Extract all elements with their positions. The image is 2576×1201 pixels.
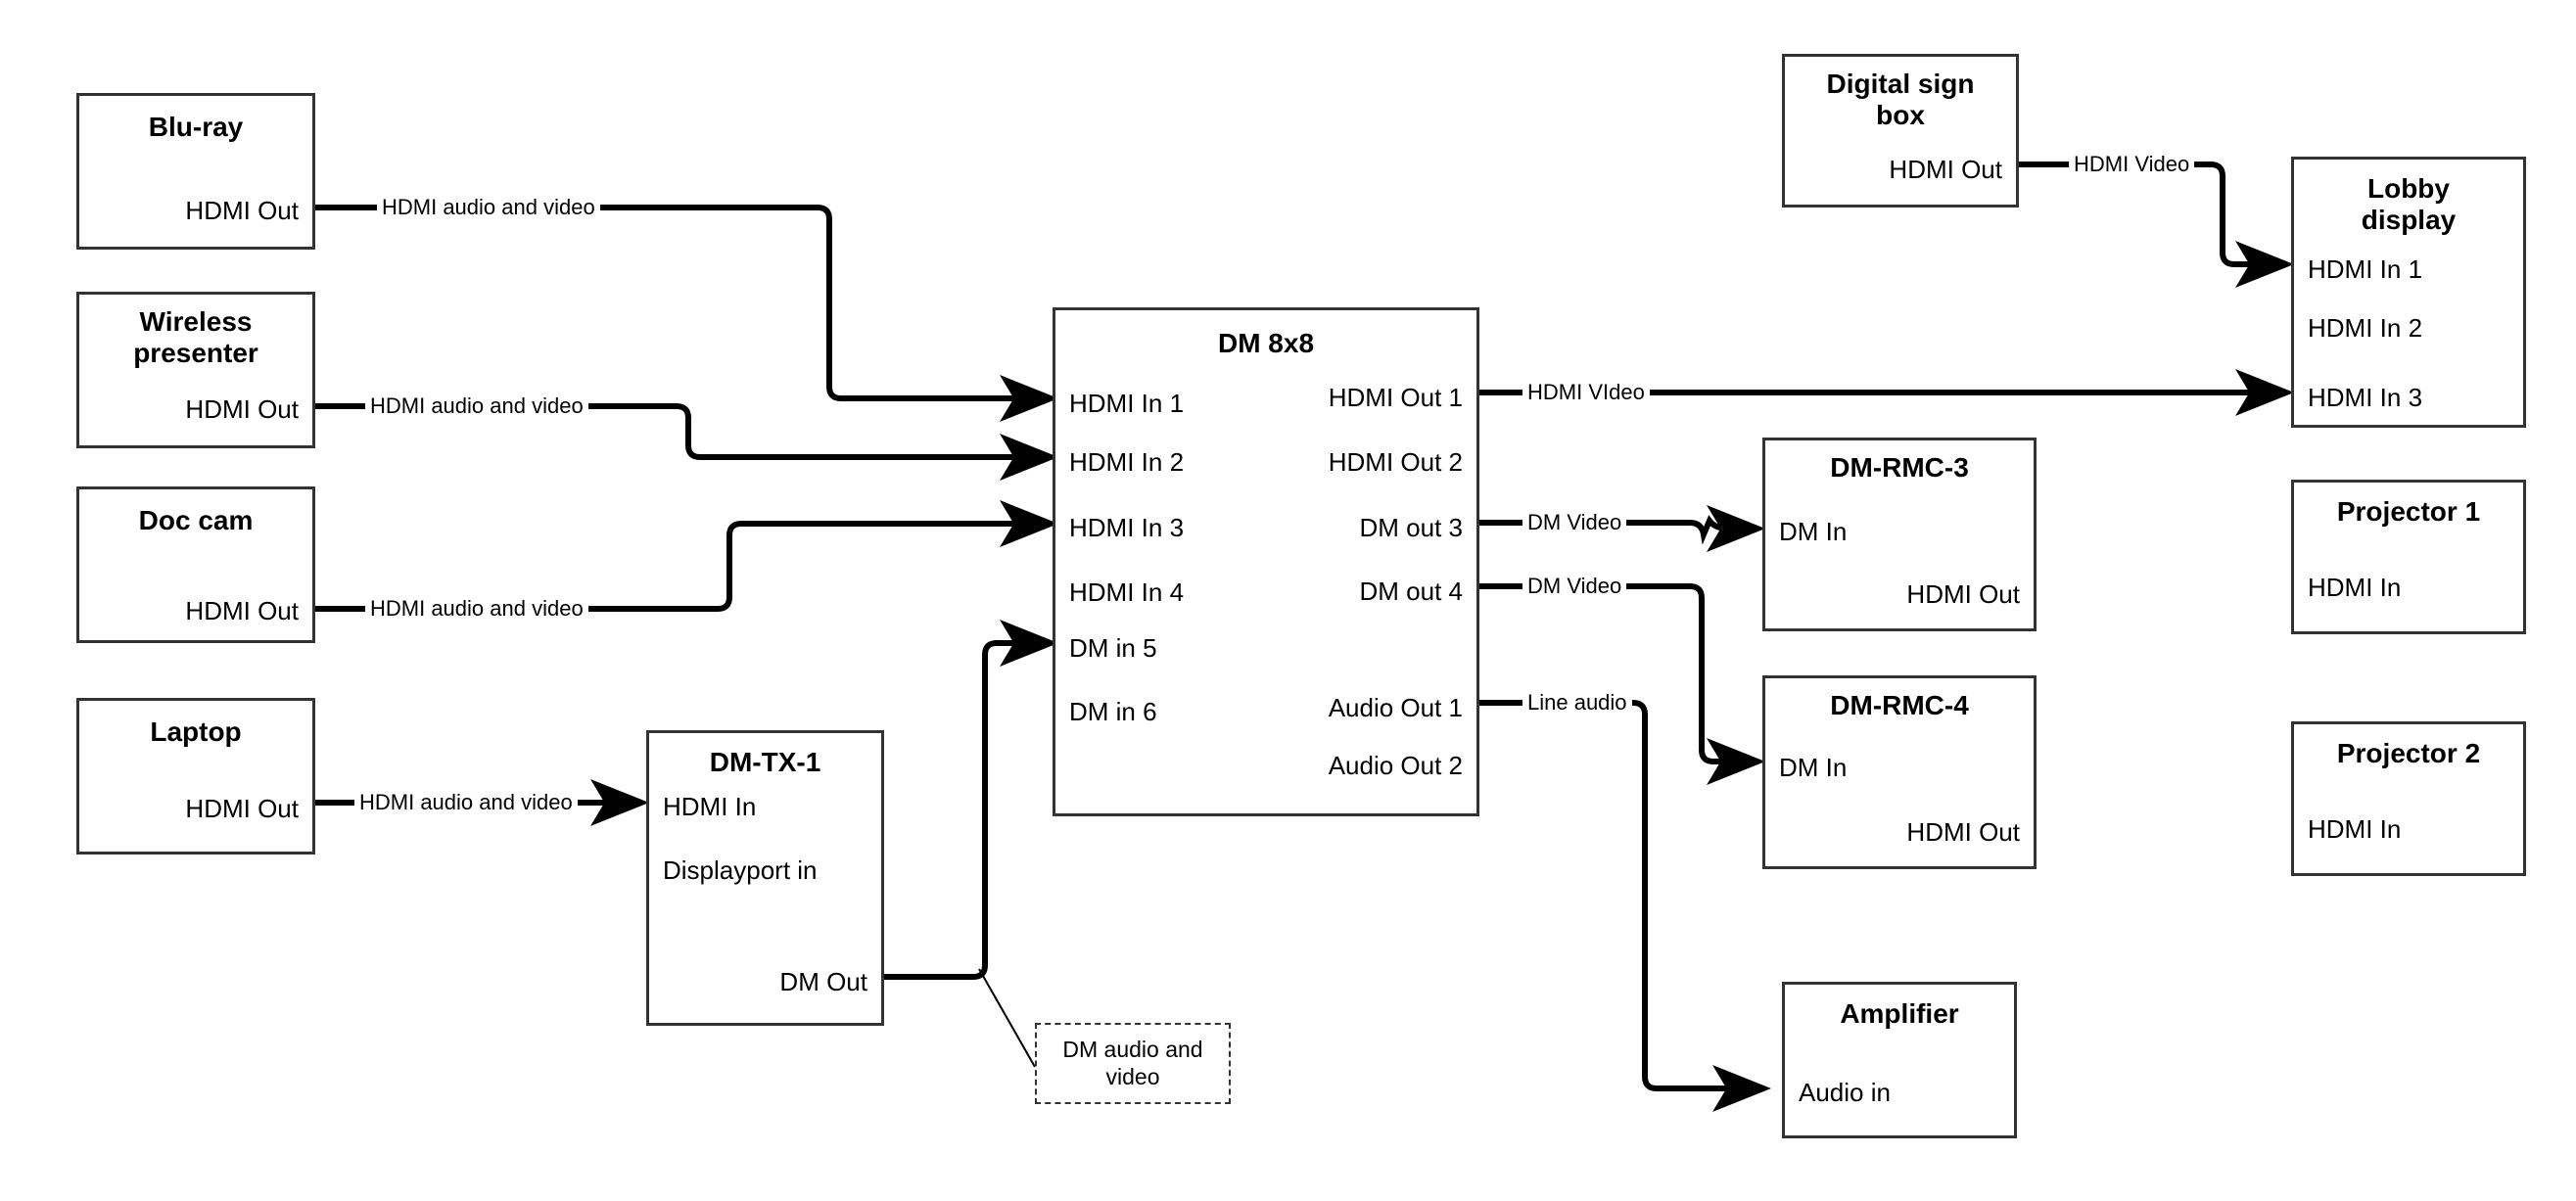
leader-line-to-note [978,968,1036,1068]
node-doc-cam-title: Doc cam [138,505,254,535]
node-amplifier-title: Amplifier [1840,998,1959,1029]
node-lobby-display[interactable]: Lobby display HDMI In 1 HDMI In 2 HDMI I… [2291,157,2526,428]
port-dm8x8-hdmi-in-3: HDMI In 3 [1069,513,1185,542]
wire-dm-out-4-to-dmrmc4 [1473,583,1765,785]
node-dm-tx-1[interactable]: DM-TX-1 HDMI In Displayport in DM Out [646,730,884,1026]
node-projector-1[interactable]: Projector 1 HDMI In [2291,480,2526,634]
note-dm-audio-and-video: DM audio and video [1035,1023,1231,1104]
port-digitalsign-hdmi-out: HDMI Out [1889,155,2002,184]
port-dm8x8-dm-out-3: DM out 3 [1359,513,1464,542]
port-dmtx1-displayport-in: Displayport in [663,855,818,885]
node-projector-2-title: Projector 2 [2336,738,2481,768]
port-dmtx1-hdmi-in: HDMI In [663,792,757,821]
node-digital-sign-box-title: Digital sign box [1826,69,1975,131]
port-dm8x8-dm-in-5: DM in 5 [1069,633,1157,663]
wire-label-laptop-to-dmtx1: HDMI audio and video [354,790,578,815]
port-laptop-hdmi-out: HDMI Out [185,794,299,823]
node-wireless-presenter-title: Wireless presenter [133,306,258,369]
node-dm-8x8[interactable]: DM 8x8 HDMI In 1 HDMI In 2 HDMI In 3 HDM… [1053,307,1479,816]
node-dm-rmc-3-title: DM-RMC-3 [1830,452,1969,483]
note-dm-audio-and-video-text: DM audio and video [1062,1036,1203,1089]
port-wireless-hdmi-out: HDMI Out [185,394,299,424]
port-dm8x8-hdmi-out-1: HDMI Out 1 [1328,383,1463,412]
wire-digitalsign-to-lobby-hdmi-in-1 [2019,162,2294,288]
node-wireless-presenter[interactable]: Wireless presenter HDMI Out [76,292,315,448]
port-dmtx1-dm-out: DM Out [779,967,867,996]
wire-dmtx1-to-dm-in-5 [884,620,1058,980]
port-doccam-hdmi-out: HDMI Out [185,596,299,625]
wire-label-bluray-to-dm: HDMI audio and video [377,195,600,220]
wire-label-wireless-to-dm: HDMI audio and video [365,393,588,419]
port-bluray-hdmi-out: HDMI Out [185,196,299,225]
port-lobby-hdmi-in-3: HDMI In 3 [2308,383,2423,412]
wire-audio-out-1-to-amplifier [1473,700,1771,1112]
wire-label-dm-out-3-to-rmc3: DM Video [1522,510,1627,535]
node-projector-1-title: Projector 1 [2336,496,2481,527]
node-bluray[interactable]: Blu-ray HDMI Out [76,93,315,250]
port-dmrmc3-hdmi-out: HDMI Out [1906,579,2020,609]
node-dm-tx-1-title: DM-TX-1 [709,747,821,777]
node-laptop[interactable]: Laptop HDMI Out [76,698,315,855]
port-dm8x8-dm-in-6: DM in 6 [1069,697,1157,726]
port-dmrmc4-dm-in: DM In [1779,753,1848,782]
node-dm-rmc-4[interactable]: DM-RMC-4 DM In HDMI Out [1762,675,2037,869]
wire-bluray-to-dm-hdmi-in-1 [315,205,1058,422]
node-doc-cam[interactable]: Doc cam HDMI Out [76,486,315,643]
node-projector-2[interactable]: Projector 2 HDMI In [2291,721,2526,876]
port-projector1-hdmi-in: HDMI In [2308,573,2402,602]
wire-label-dm-out-4-to-rmc4: DM Video [1522,574,1627,599]
port-dm8x8-hdmi-in-4: HDMI In 4 [1069,577,1185,607]
port-dm8x8-audio-out-2: Audio Out 2 [1328,751,1463,780]
wire-label-doccam-to-dm: HDMI audio and video [365,596,588,622]
port-dm8x8-hdmi-out-2: HDMI Out 2 [1328,447,1463,477]
node-bluray-title: Blu-ray [148,112,244,142]
node-digital-sign-box[interactable]: Digital sign box HDMI Out [1782,54,2019,208]
port-dm8x8-audio-out-1: Audio Out 1 [1328,693,1463,722]
wire-label-digitalsign-to-lobby: HDMI Video [2069,152,2195,177]
node-amplifier[interactable]: Amplifier Audio in [1782,982,2017,1138]
node-dm-rmc-3[interactable]: DM-RMC-3 DM In HDMI Out [1762,438,2037,631]
port-dm8x8-hdmi-in-2: HDMI In 2 [1069,447,1185,477]
node-laptop-title: Laptop [150,716,242,747]
wire-label-hdmi-out-1-to-lobby: HDMI VIdeo [1522,380,1650,405]
node-dm-8x8-title: DM 8x8 [1217,328,1315,358]
port-lobby-hdmi-in-2: HDMI In 2 [2308,313,2423,343]
port-lobby-hdmi-in-1: HDMI In 1 [2308,254,2423,284]
port-dm8x8-hdmi-in-1: HDMI In 1 [1069,389,1185,418]
port-projector2-hdmi-in: HDMI In [2308,814,2402,844]
port-dmrmc3-dm-in: DM In [1779,517,1848,546]
node-lobby-display-title: Lobby display [2361,173,2457,236]
port-amplifier-audio-in: Audio in [1799,1078,1891,1107]
wire-label-audio-out-1-to-amplifier: Line audio [1522,690,1632,716]
port-dm8x8-dm-out-4: DM out 4 [1359,577,1464,606]
port-dmrmc4-hdmi-out: HDMI Out [1906,817,2020,847]
node-dm-rmc-4-title: DM-RMC-4 [1830,690,1969,720]
